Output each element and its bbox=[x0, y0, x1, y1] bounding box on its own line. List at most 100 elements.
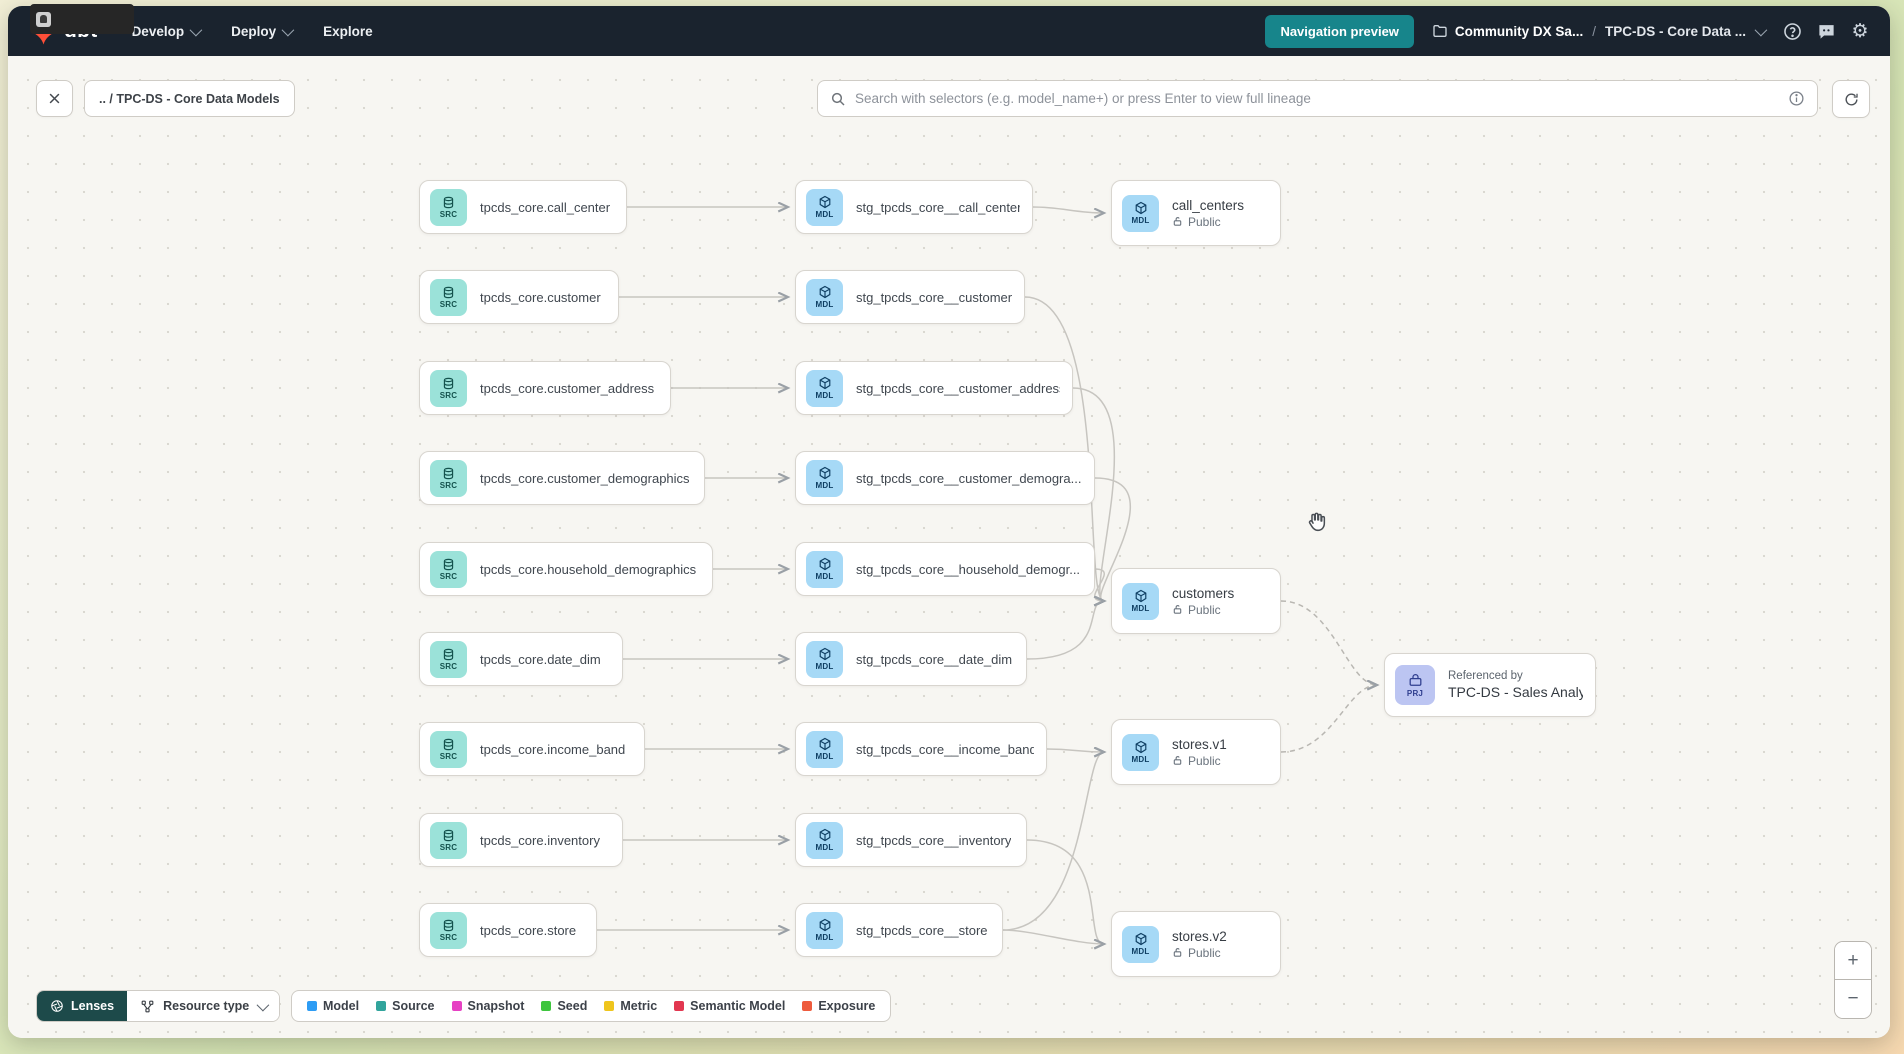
node-label: stg_tpcds_core__customer_address bbox=[856, 380, 1060, 396]
model-node[interactable]: MDL stg_tpcds_core__income_band bbox=[795, 722, 1047, 776]
access-badge: Public bbox=[1172, 603, 1234, 617]
model-badge: MDL bbox=[1122, 733, 1159, 771]
search-input[interactable] bbox=[855, 91, 1779, 106]
legend-swatch bbox=[451, 1001, 462, 1011]
project-badge: PRJ bbox=[1395, 665, 1435, 705]
model-badge: MDL bbox=[806, 640, 843, 678]
legend-item-exposure: Exposure bbox=[802, 999, 875, 1013]
navigation-preview-button[interactable]: Navigation preview bbox=[1265, 14, 1414, 48]
source-node[interactable]: SRC tpcds_core.store bbox=[419, 903, 597, 957]
nav-menu-explore[interactable]: Explore bbox=[323, 23, 373, 39]
search-icon bbox=[830, 91, 846, 107]
model-badge: MDL bbox=[806, 911, 843, 949]
source-badge: SRC bbox=[430, 278, 467, 316]
model-node[interactable]: MDL stg_tpcds_core__call_center bbox=[795, 180, 1033, 234]
nav-menu-develop[interactable]: Develop bbox=[132, 23, 203, 39]
source-node[interactable]: SRC tpcds_core.call_center bbox=[419, 180, 627, 234]
project-icon bbox=[1409, 673, 1421, 686]
source-node[interactable]: SRC tpcds_core.customer_demographics bbox=[419, 451, 705, 505]
node-label: stg_tpcds_core__household_demogr... bbox=[856, 561, 1081, 577]
help-icon[interactable] bbox=[1782, 21, 1802, 41]
breadcrumb-separator: / bbox=[1592, 23, 1596, 39]
breadcrumb-project[interactable]: Community DX Sa... bbox=[1432, 23, 1583, 39]
legend-swatch bbox=[604, 1001, 615, 1011]
grab-hand-cursor bbox=[1308, 512, 1326, 532]
lineage-search bbox=[817, 80, 1818, 117]
database-icon bbox=[443, 558, 454, 570]
lineage-breadcrumb[interactable]: .. / TPC-DS - Core Data Models bbox=[84, 80, 295, 117]
model-node[interactable]: MDL stg_tpcds_core__store bbox=[795, 903, 1003, 957]
legend-item-metric: Metric bbox=[604, 999, 657, 1013]
node-label: stg_tpcds_core__customer bbox=[856, 289, 1012, 305]
lenses-icon bbox=[51, 1000, 63, 1012]
node-label: stg_tpcds_core__call_center bbox=[856, 199, 1020, 215]
resource-type-dropdown[interactable]: Resource type bbox=[127, 991, 280, 1021]
model-node[interactable]: MDL stg_tpcds_core__household_demogr... bbox=[795, 542, 1095, 596]
access-badge: Public bbox=[1172, 754, 1227, 768]
model-cube-icon bbox=[819, 557, 830, 571]
public-model-node[interactable]: MDL stores.v2 Public bbox=[1111, 911, 1281, 977]
source-node[interactable]: SRC tpcds_core.household_demographics bbox=[419, 542, 713, 596]
model-node[interactable]: MDL stg_tpcds_core__date_dim bbox=[795, 632, 1027, 686]
node-label: call_centers bbox=[1172, 197, 1245, 213]
info-icon[interactable] bbox=[1788, 90, 1805, 107]
node-label: tpcds_core.inventory bbox=[480, 832, 600, 848]
model-node[interactable]: MDL stg_tpcds_core__customer_address bbox=[795, 361, 1073, 415]
access-badge: Public bbox=[1172, 946, 1227, 960]
legend-swatch bbox=[376, 1001, 387, 1011]
source-node[interactable]: SRC tpcds_core.customer bbox=[419, 270, 619, 324]
public-model-node[interactable]: MDL stores.v1 Public bbox=[1111, 719, 1281, 785]
node-label: customers bbox=[1172, 585, 1235, 601]
lenses-button[interactable]: Lenses bbox=[37, 991, 128, 1021]
source-node[interactable]: SRC tpcds_core.customer_address bbox=[419, 361, 671, 415]
model-badge: MDL bbox=[1122, 925, 1159, 963]
zoom-in-button[interactable]: + bbox=[1835, 942, 1871, 980]
referenced-project-node[interactable]: PRJ Referenced by TPC-DS - Sales Analyti… bbox=[1384, 653, 1596, 717]
model-badge: MDL bbox=[806, 550, 843, 588]
source-badge: SRC bbox=[430, 911, 467, 949]
source-badge: SRC bbox=[430, 550, 467, 588]
close-lineage-button[interactable] bbox=[36, 80, 73, 117]
source-badge: SRC bbox=[430, 821, 467, 859]
source-node[interactable]: SRC tpcds_core.date_dim bbox=[419, 632, 623, 686]
breadcrumb-item[interactable]: TPC-DS - Core Data ... bbox=[1604, 23, 1746, 39]
database-icon bbox=[443, 377, 454, 389]
database-icon bbox=[443, 738, 454, 750]
model-node[interactable]: MDL stg_tpcds_core__inventory bbox=[795, 813, 1027, 867]
model-node[interactable]: MDL stg_tpcds_core__customer bbox=[795, 270, 1025, 324]
model-node[interactable]: MDL stg_tpcds_core__customer_demogra... bbox=[795, 451, 1095, 505]
chevron-down-icon[interactable] bbox=[1754, 23, 1768, 36]
node-label: tpcds_core.income_band bbox=[480, 741, 626, 757]
zoom-controls: + − bbox=[1834, 941, 1872, 1019]
source-node[interactable]: SRC tpcds_core.income_band bbox=[419, 722, 645, 776]
node-label: tpcds_core.store bbox=[480, 922, 577, 938]
settings-gear-icon[interactable]: ⚙ bbox=[1851, 19, 1869, 42]
model-cube-icon bbox=[819, 737, 830, 751]
node-label: stores.v1 bbox=[1172, 736, 1227, 752]
database-icon bbox=[443, 196, 454, 208]
model-badge: MDL bbox=[1122, 194, 1159, 232]
refresh-lineage-button[interactable] bbox=[1832, 80, 1870, 118]
refresh-icon bbox=[1844, 93, 1858, 105]
folder-icon bbox=[1433, 25, 1447, 37]
node-label: tpcds_core.date_dim bbox=[480, 651, 601, 667]
model-cube-icon bbox=[1135, 589, 1146, 603]
model-cube-icon bbox=[1135, 932, 1146, 946]
zoom-out-button[interactable]: − bbox=[1835, 980, 1871, 1018]
node-label: stg_tpcds_core__income_band bbox=[856, 741, 1034, 757]
source-badge: SRC bbox=[430, 188, 467, 226]
breadcrumb: Community DX Sa... / TPC-DS - Core Data … bbox=[1432, 23, 1768, 39]
model-cube-icon bbox=[819, 195, 830, 209]
model-cube-icon bbox=[819, 918, 830, 932]
feedback-icon[interactable] bbox=[1816, 21, 1836, 41]
nav-menu-deploy[interactable]: Deploy bbox=[231, 23, 295, 39]
database-icon bbox=[443, 648, 454, 660]
lineage-canvas[interactable]: .. / TPC-DS - Core Data Models SRC tpcds… bbox=[8, 56, 1890, 1038]
legend-item-source: Source bbox=[376, 999, 435, 1013]
model-cube-icon bbox=[819, 466, 830, 480]
public-model-node[interactable]: MDL call_centers Public bbox=[1111, 180, 1281, 246]
source-node[interactable]: SRC tpcds_core.inventory bbox=[419, 813, 623, 867]
public-model-node[interactable]: MDL customers Public bbox=[1111, 568, 1281, 634]
